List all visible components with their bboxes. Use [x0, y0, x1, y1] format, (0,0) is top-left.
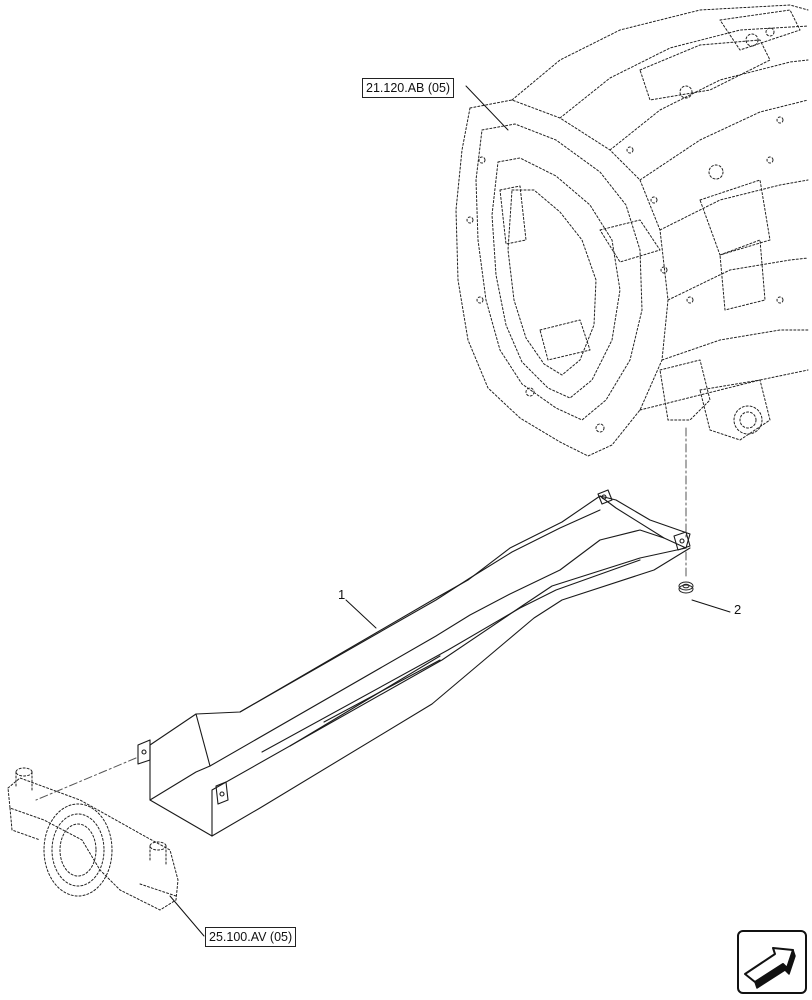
- axle-support: [7, 767, 179, 911]
- callout-item-1: 1: [338, 587, 346, 602]
- transmission-housing: [455, 4, 809, 457]
- reference-label-upper[interactable]: 21.120.AB (05): [362, 78, 455, 98]
- next-page-arrow-icon[interactable]: [737, 930, 807, 994]
- assembly-lines: [35, 427, 687, 801]
- callout-item-2: 2: [734, 602, 742, 617]
- reference-label-lower[interactable]: 25.100.AV (05): [205, 927, 297, 947]
- leader-lines: [169, 85, 731, 937]
- nut: [678, 581, 694, 594]
- driveshaft-guard: [137, 489, 691, 837]
